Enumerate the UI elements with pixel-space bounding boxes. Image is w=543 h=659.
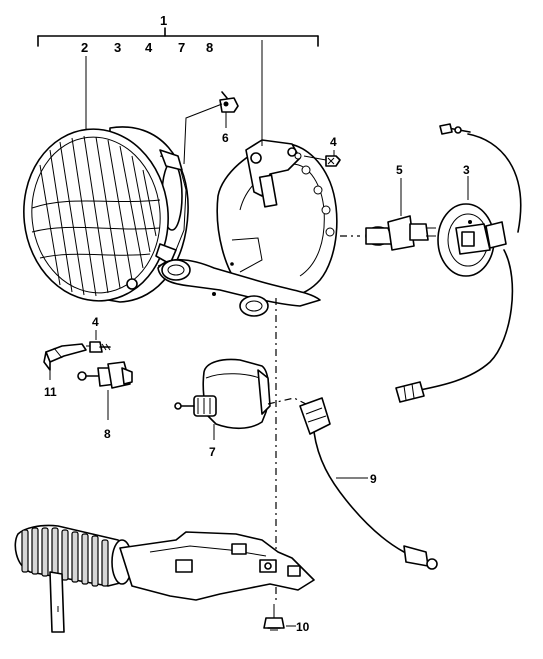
callout-5: 5 — [396, 163, 403, 177]
holder-cable — [395, 123, 522, 403]
callout-4-upper: 4 — [330, 135, 337, 149]
headlight-housing — [157, 139, 338, 317]
callout-4-left: 4 — [92, 315, 99, 329]
callout-group-member-3: 4 — [145, 40, 153, 55]
wiring-harness — [267, 397, 438, 570]
callout-9: 9 — [370, 472, 377, 486]
callout-3: 3 — [463, 163, 470, 177]
screw-left — [86, 330, 111, 353]
callout-1: 1 — [160, 13, 167, 28]
callout-group-member-2: 3 — [114, 40, 121, 55]
callout-7: 7 — [209, 445, 216, 459]
bolt-bottom — [263, 604, 296, 631]
headlight-insert — [23, 126, 189, 303]
callout-10: 10 — [296, 620, 310, 634]
callout-6: 6 — [222, 131, 229, 145]
group-bracket — [37, 27, 319, 47]
clip-left — [43, 343, 87, 380]
callout-group-member-4: 7 — [178, 40, 185, 55]
callout-group-member-5: 8 — [206, 40, 213, 55]
bulb-holder — [437, 176, 507, 277]
adjuster-motor — [174, 358, 271, 440]
callout-11: 11 — [44, 385, 57, 399]
parking-bulb — [77, 361, 133, 420]
base-bracket — [14, 524, 315, 633]
clip-top — [183, 91, 239, 165]
bulb-h4 — [340, 178, 436, 251]
callout-group-member-1: 2 — [81, 40, 88, 55]
screw-upper — [303, 150, 341, 167]
callout-8: 8 — [104, 427, 111, 441]
